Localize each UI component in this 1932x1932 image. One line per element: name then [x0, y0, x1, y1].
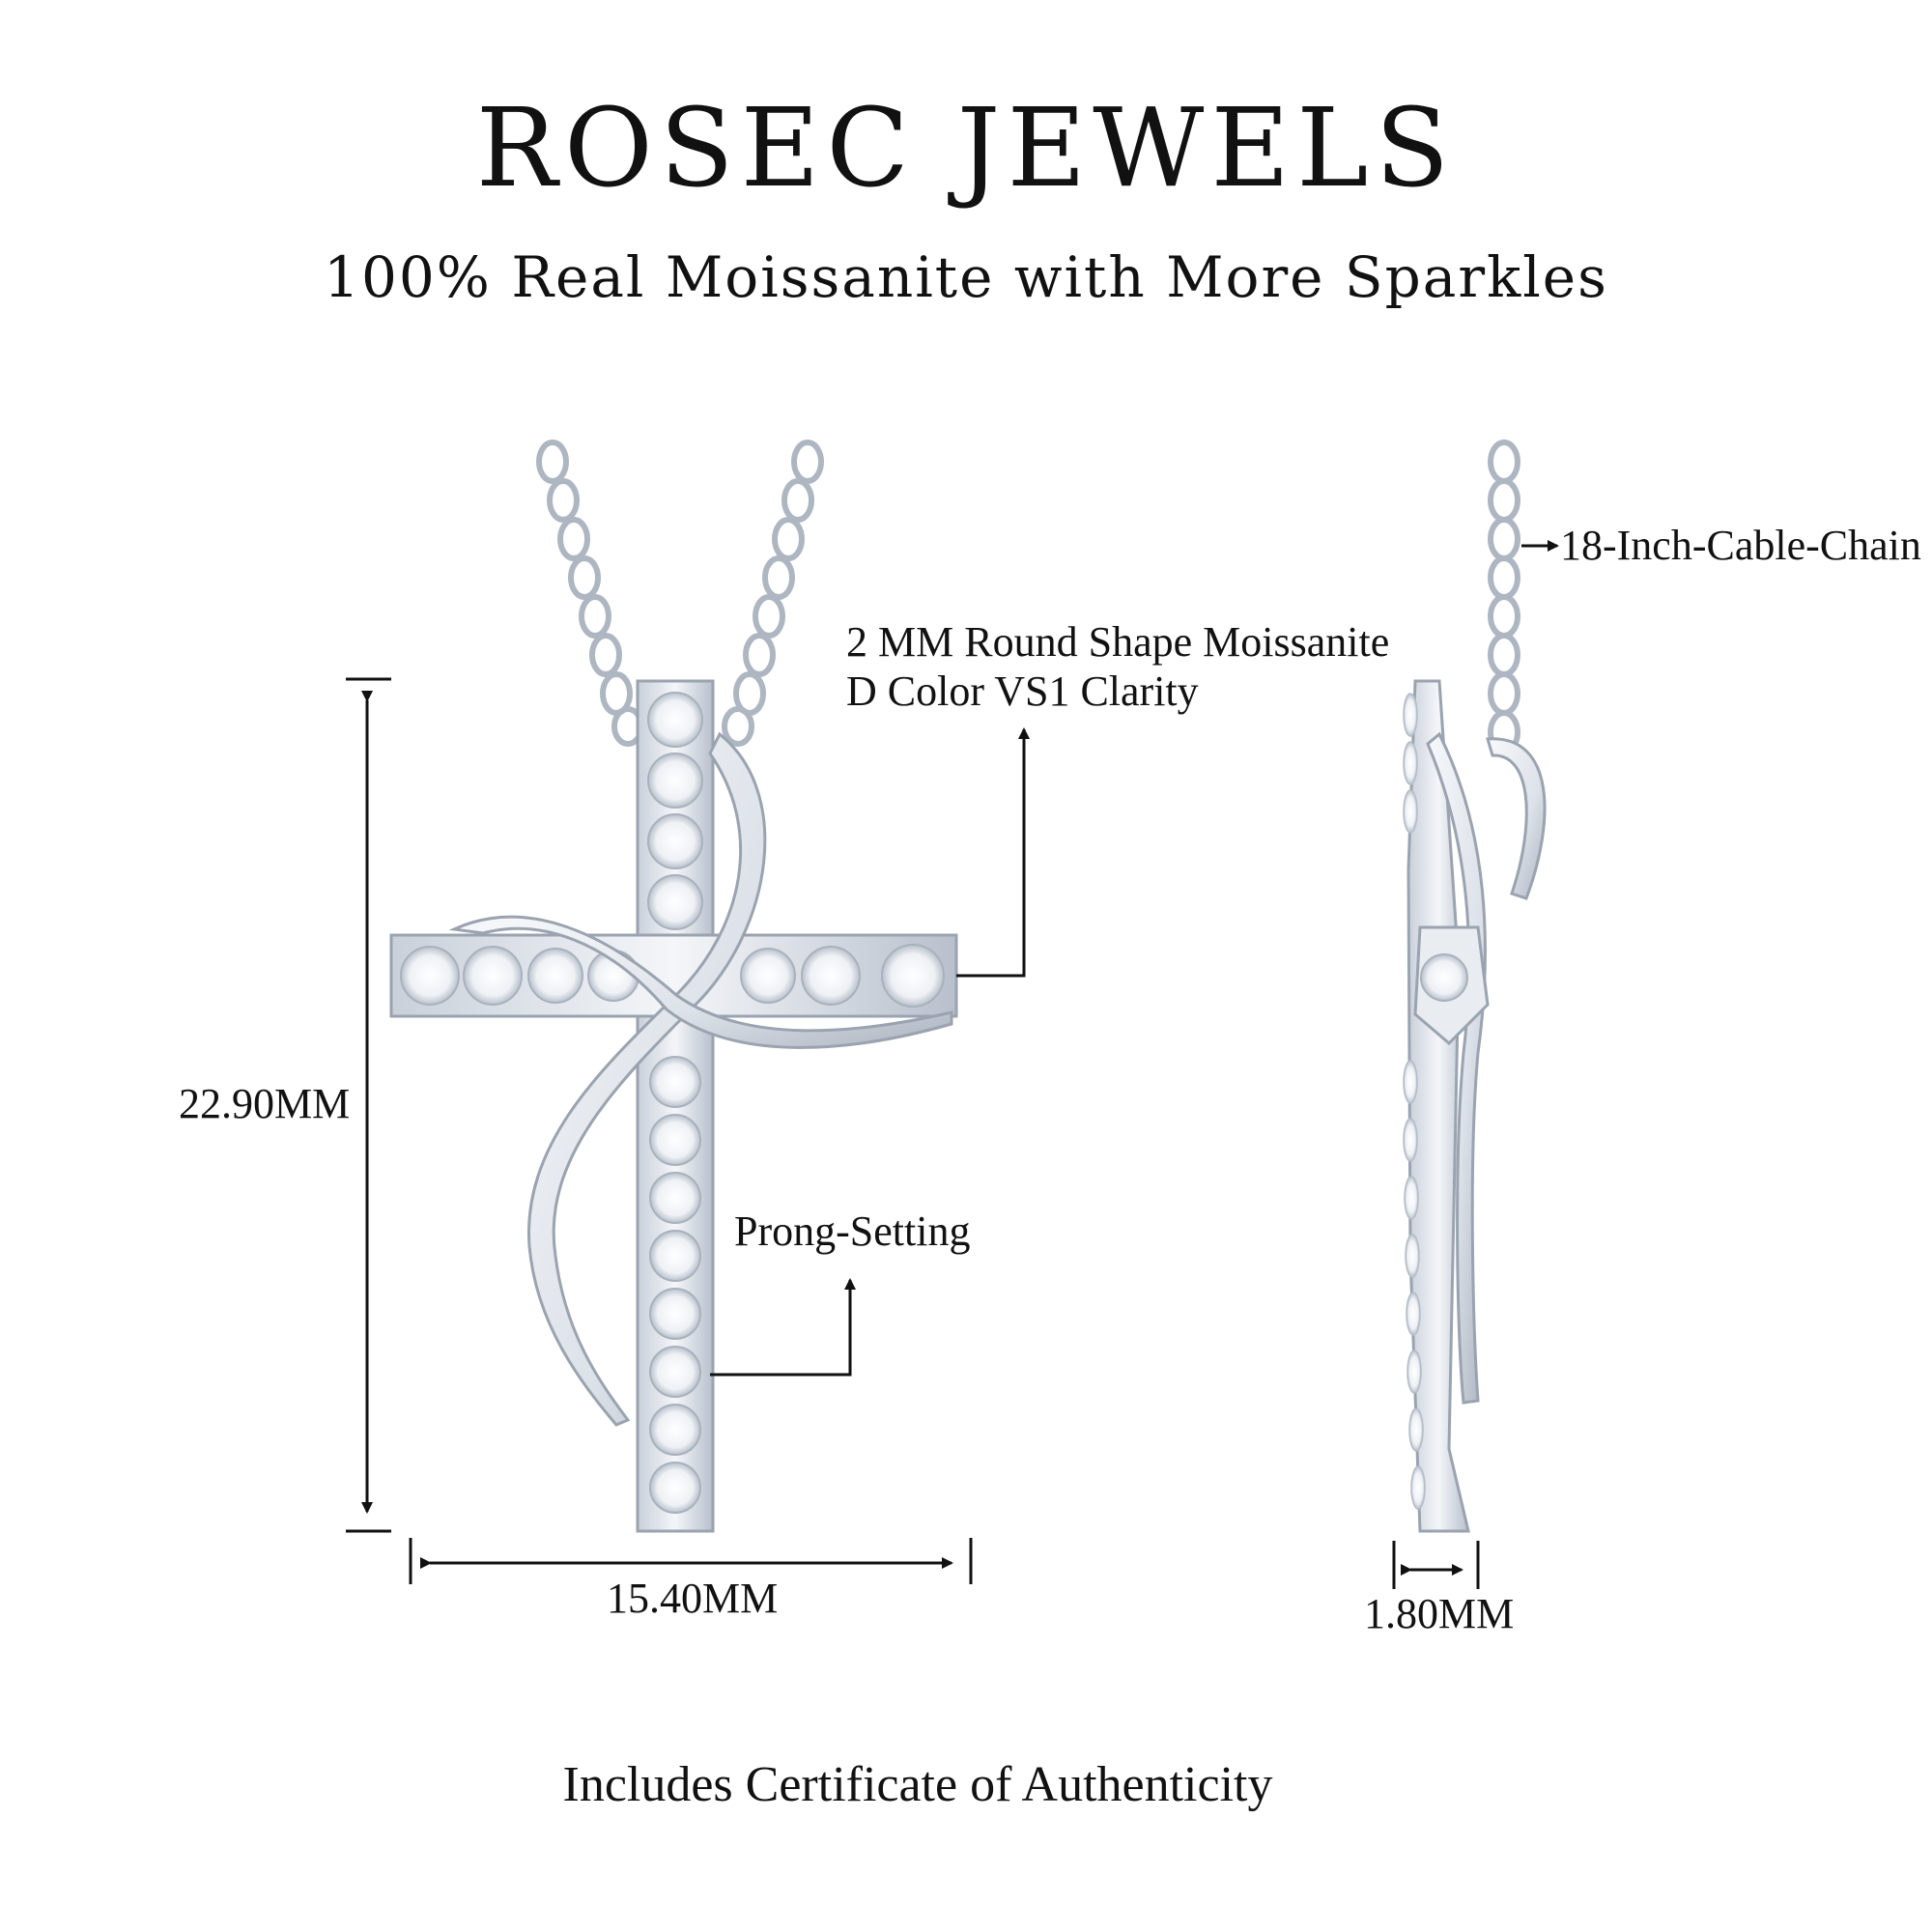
thickness-label: 1.80MM: [1364, 1590, 1515, 1637]
side-stone: [1420, 953, 1468, 1002]
ribbon-swirl: [527, 731, 767, 1427]
cable-chain-front: [536, 440, 824, 747]
height-dimension: [346, 677, 391, 1533]
tagline: 100% Real Moissanite with More Sparkles: [324, 244, 1608, 310]
stone-spec-label: 2 MM Round Shape Moissanite D Color VS1 …: [846, 618, 1389, 716]
cross-pendant-front: [389, 679, 958, 1533]
certificate-note: Includes Certificate of Authenticity: [562, 1757, 1273, 1812]
width-label: 15.40MM: [607, 1575, 779, 1622]
ribbon-loop: [448, 915, 953, 1049]
stones-horizontal: [400, 944, 945, 1008]
stones-vertical: [647, 692, 703, 1514]
height-label: 22.90MM: [179, 1080, 351, 1127]
brand-title: ROSEC JEWELS: [475, 86, 1457, 212]
thickness-dimension: [1392, 1541, 1480, 1589]
setting-leader: [710, 1278, 856, 1377]
stone-leader: [956, 727, 1030, 978]
stone-spec-line2: D Color VS1 Clarity: [846, 667, 1199, 715]
chain-label: 18-Inch-Cable-Chain: [1560, 522, 1921, 569]
width-dimension: [409, 1538, 973, 1584]
cross-pendant-side: [1403, 679, 1547, 1533]
stone-spec-line1: 2 MM Round Shape Moissanite: [846, 618, 1390, 666]
side-stones-row: [1403, 693, 1426, 1510]
side-bail: [1486, 737, 1547, 900]
setting-label: Prong-Setting: [734, 1208, 971, 1255]
cable-chain-side: [1488, 440, 1520, 754]
